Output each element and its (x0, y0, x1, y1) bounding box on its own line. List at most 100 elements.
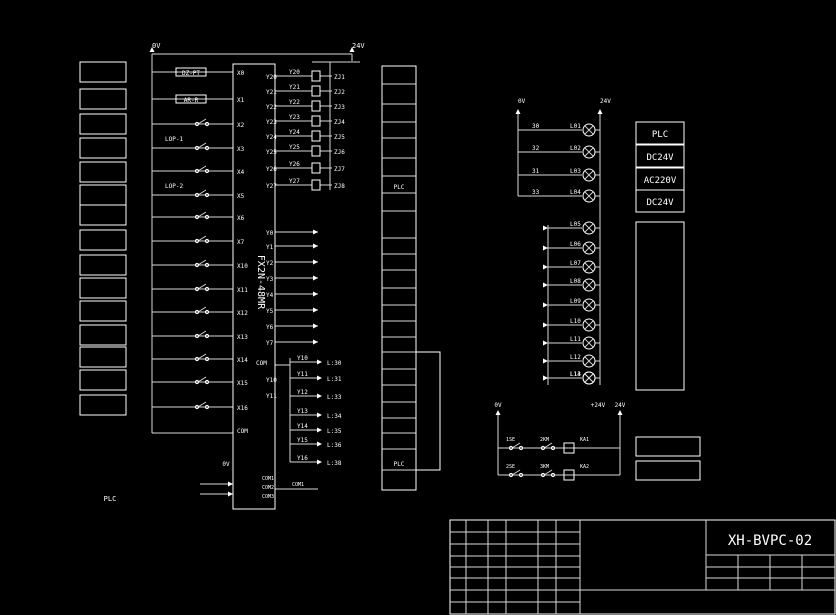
plc-output-terminal: Y20 (266, 74, 277, 81)
device-label: DZ-PT (182, 70, 200, 77)
lamp-name: L08 (570, 278, 581, 285)
arrow-right-icon (317, 412, 322, 418)
contact-node (194, 262, 200, 268)
lamp-name: L11 (570, 336, 581, 343)
lamp-cross (584, 191, 594, 201)
plc-com-label: COM1 (262, 476, 274, 482)
arrow-right-icon (543, 358, 548, 364)
contact-blade (511, 469, 521, 476)
plc-output-terminal: Y26 (266, 166, 277, 173)
contact-symbol-icon (204, 309, 210, 315)
lamp-cross (584, 356, 594, 366)
input-label-box (79, 369, 127, 391)
contact-blade (543, 442, 553, 449)
contact-symbol-icon (204, 356, 210, 362)
output-wire-tag: Y12 (297, 389, 308, 396)
right-bus-label-0v: 0V (518, 98, 526, 105)
plc-input-terminal: X14 (237, 357, 248, 364)
arrow-right-icon (228, 481, 233, 487)
input-label-box (79, 88, 127, 110)
output-wire-tag: Y16 (297, 455, 308, 462)
output-wire-tag: Y11 (297, 371, 308, 378)
contact-node (194, 145, 200, 151)
indicator-lamp-icon (582, 371, 596, 385)
contact-node (508, 445, 514, 451)
plc-output-terminal: Y27 (266, 183, 277, 190)
plc-output-terminal: Y22 (266, 104, 277, 111)
mid-side-box (415, 351, 441, 471)
arrow-up-icon (495, 410, 501, 415)
relay-coil-icon (311, 100, 321, 112)
input-device-box (175, 94, 207, 104)
contact-node (540, 472, 546, 478)
lamp-wire-tag: 33 (532, 189, 540, 196)
arrow-right-icon (317, 359, 322, 365)
lamp-name: L02 (570, 145, 581, 152)
relay-part-tag: 2SE (506, 464, 515, 470)
plc-com-terminal: COM (256, 360, 267, 367)
relay-name: ZJ2 (334, 89, 345, 96)
relay-wire-tag: Y23 (289, 114, 300, 121)
status-label-box (635, 121, 685, 145)
plc-input-terminal: X4 (237, 169, 245, 176)
indicator-lamp-icon (582, 145, 596, 159)
plc-caption: PLC (104, 495, 117, 503)
wire-layer (151, 53, 621, 495)
input-label-box (79, 346, 127, 368)
contact-tag: LOP-1 (165, 136, 183, 143)
contact-blade (197, 330, 207, 337)
output-code: L:34 (327, 413, 342, 420)
arrow-right-icon (543, 225, 548, 231)
lamp-cross (584, 170, 594, 180)
relay-name: ZJ8 (334, 183, 345, 190)
relay-bus-0v: 0V (494, 402, 502, 409)
status-label: DC24V (646, 153, 674, 163)
plc-output-terminal: Y23 (266, 119, 277, 126)
contact-tag: LOP-2 (165, 183, 183, 190)
relay-name: ZJ4 (334, 119, 345, 126)
indicator-lamp-icon (582, 354, 596, 368)
output-code: L:33 (327, 394, 342, 401)
input-label-box (79, 113, 127, 135)
plc-output-terminal: Y3 (266, 276, 274, 283)
indicator-lamp-icon (582, 336, 596, 350)
relay-part-tag: KA2 (580, 464, 589, 470)
relay-part-tag: KA1 (580, 437, 589, 443)
relay-wire-tag: Y27 (289, 178, 300, 185)
relay-contact-icon (518, 472, 524, 478)
relay-coil-icon (311, 115, 321, 127)
indicator-lamp-icon (582, 189, 596, 203)
status-label: AC220V (644, 176, 677, 186)
lamp-cross (584, 280, 594, 290)
contact-node (194, 192, 200, 198)
lamp-name: L12 (570, 354, 581, 361)
arrow-up-icon (597, 109, 603, 114)
plc-output-terminal: Y11 (266, 393, 277, 400)
relay-contact-icon (550, 472, 556, 478)
contact-symbol-icon (204, 286, 210, 292)
arrow-up-icon (617, 410, 623, 415)
contact-symbol-icon (204, 214, 210, 220)
lamp-wire-tag: 32 (532, 145, 540, 152)
input-device-box (175, 67, 207, 77)
contact-blade (511, 442, 521, 449)
plc-com-label: COM3 (262, 494, 274, 500)
lamp-name: L14 (570, 371, 581, 378)
contact-node (194, 121, 200, 127)
contact-blade (197, 353, 207, 360)
output-wire-tag: Y14 (297, 423, 308, 430)
contact-blade (197, 235, 207, 242)
lamp-name: L01 (570, 123, 581, 130)
output-code: L:31 (327, 376, 342, 383)
relay-label-box (635, 460, 701, 481)
relay-coil-icon (311, 162, 321, 174)
lamp-name: L10 (570, 318, 581, 325)
relay-wire-tag: Y21 (289, 84, 300, 91)
plc-com-label: COM2 (262, 485, 274, 491)
contact-blade (197, 401, 207, 408)
contact-node (194, 168, 200, 174)
arrow-right-icon (313, 323, 318, 329)
arrow-up-icon (515, 109, 521, 114)
status-label-column (635, 221, 685, 391)
